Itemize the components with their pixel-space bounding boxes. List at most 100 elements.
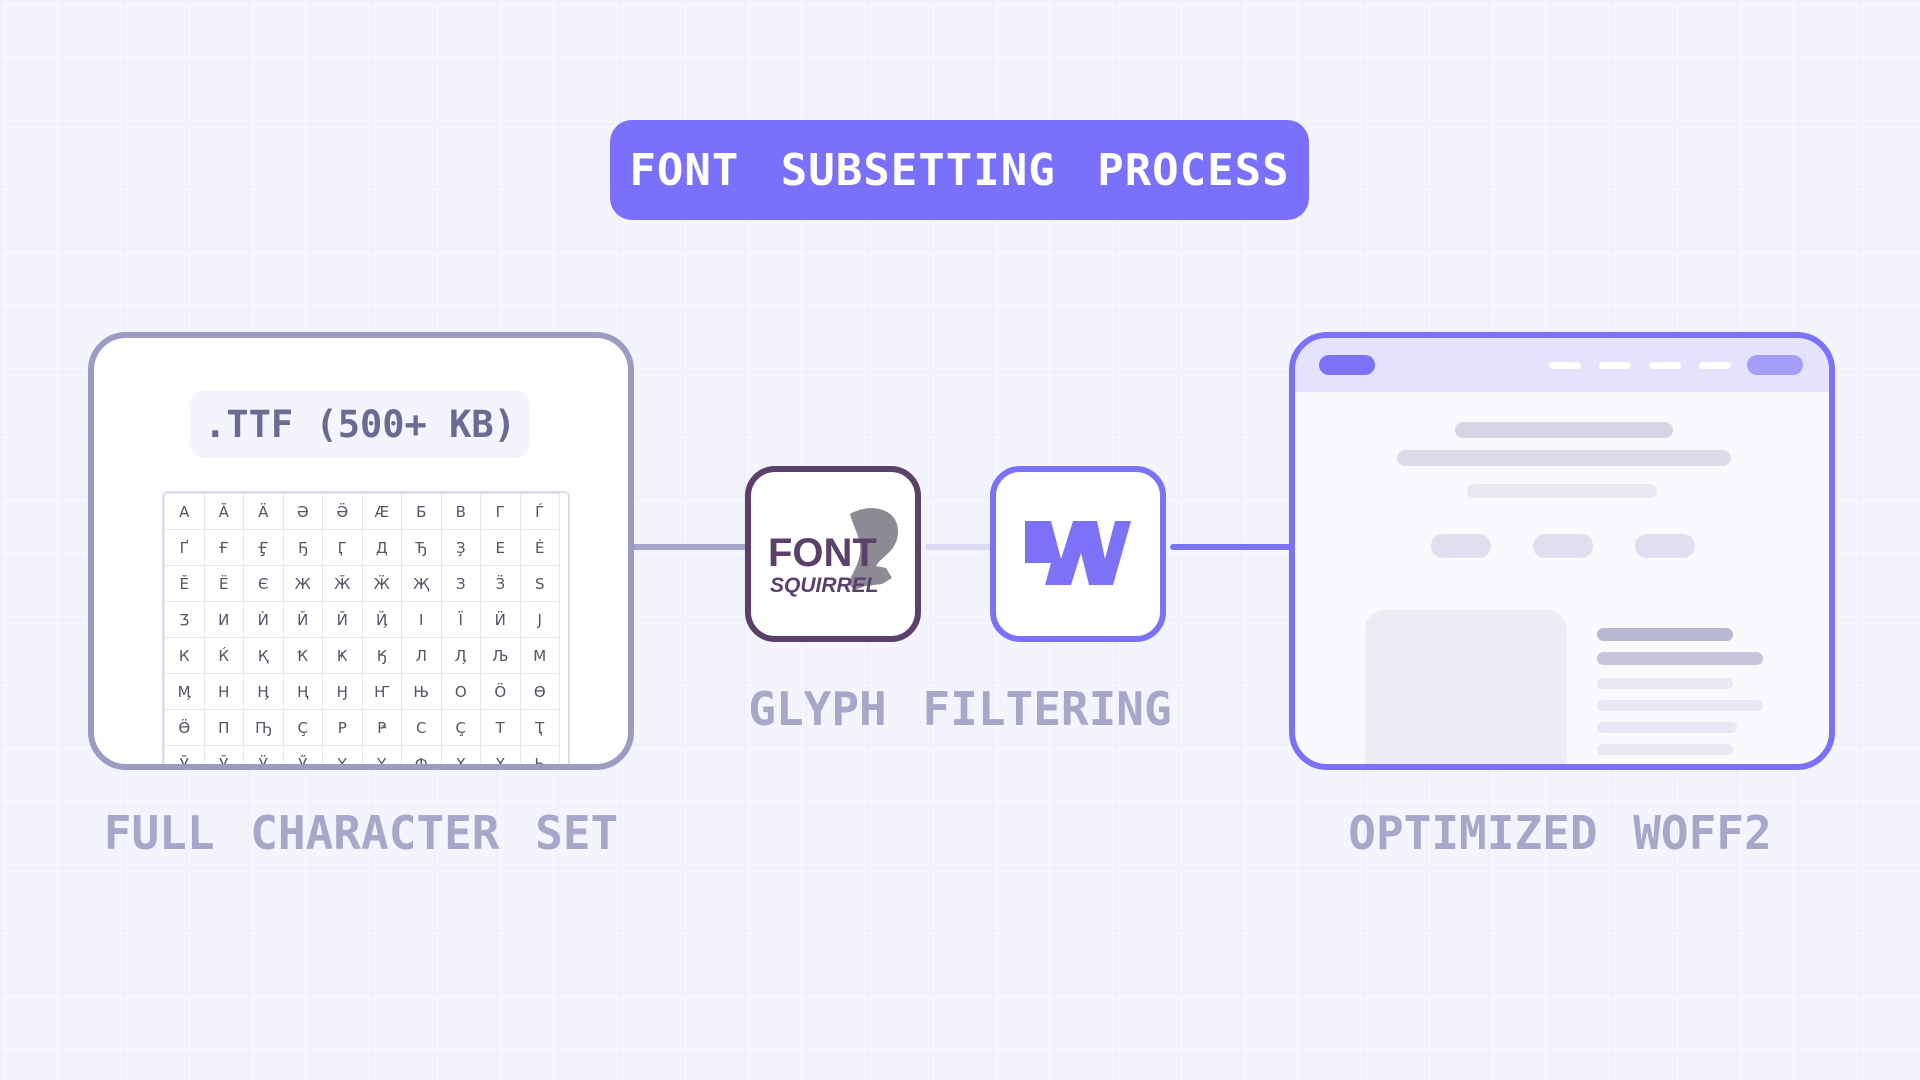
- glyph-cell: Ӫ: [164, 709, 205, 746]
- glyph-cell: Ї: [440, 601, 481, 638]
- glyph-cell: Ұ: [361, 745, 402, 764]
- tag-placeholder: [1635, 534, 1695, 558]
- glyph-cell: Ѐ: [519, 529, 560, 566]
- tag-placeholder: [1431, 534, 1491, 558]
- text-line-placeholder: [1597, 678, 1733, 689]
- glyph-cell: Ӷ: [322, 529, 363, 566]
- ttf-file-size-label: .TTF (500+ KB): [190, 390, 530, 458]
- font-squirrel-logo-top: FONT: [768, 531, 877, 575]
- heading-placeholder: [1455, 422, 1673, 438]
- text-line-placeholder: [1597, 744, 1733, 755]
- site-logo-placeholder: [1319, 355, 1375, 375]
- glyph-filtering-caption: GLYPH FILTERING: [748, 682, 1172, 736]
- squirrel-silhouette: [848, 508, 899, 590]
- glyph-cell: К: [164, 637, 205, 674]
- glyph-cell: Ҫ: [440, 709, 481, 746]
- glyph-cell: Ҙ: [440, 529, 481, 566]
- glyph-cell: Ӑ: [203, 493, 244, 530]
- nav-link-placeholder: [1649, 362, 1681, 369]
- glyph-cell: Ё: [203, 565, 244, 602]
- glyph-cell: Қ: [243, 637, 284, 674]
- glyph-cell: Ф: [401, 745, 442, 764]
- glyph-cell: Ҟ: [282, 637, 323, 674]
- glyph-cell: М: [519, 637, 560, 674]
- glyph-cell: Ҝ: [322, 637, 363, 674]
- glyph-cell: Ҋ: [361, 601, 402, 638]
- optimized-woff2-caption: OPTIMIZED WOFF2: [1348, 806, 1772, 860]
- glyph-cell: І: [401, 601, 442, 638]
- glyph-cell: Ӧ: [480, 673, 521, 710]
- glyph-cell: Ј: [519, 601, 560, 638]
- glyph-cell: Е: [480, 529, 521, 566]
- glyph-cell: Д: [361, 529, 402, 566]
- glyph-cell: Ӄ: [361, 637, 402, 674]
- glyph-cell: Ӆ: [440, 637, 481, 674]
- glyph-cell: Њ: [401, 673, 442, 710]
- nav-link-placeholder: [1699, 362, 1731, 369]
- glyph-cell: Ӝ: [361, 565, 402, 602]
- glyph-cell: Х: [440, 745, 481, 764]
- glyph-cell: Һ: [519, 745, 560, 764]
- connector-tool-to-tool: [925, 544, 995, 550]
- glyph-cell: Ӻ: [243, 529, 284, 566]
- glyph-cell: Ҭ: [519, 709, 560, 746]
- glyph-cell: Ђ: [401, 529, 442, 566]
- glyph-cell: Ӎ: [164, 673, 205, 710]
- text-line-placeholder: [1597, 700, 1763, 711]
- font-squirrel-logo: FONT SQUIRREL: [768, 508, 899, 597]
- glyph-cell: Ҕ: [282, 529, 323, 566]
- glyph-cell: О: [440, 673, 481, 710]
- glyph-cell: И: [203, 601, 244, 638]
- glyph-cell: Ӣ: [322, 601, 363, 638]
- glyph-cell: Р: [322, 709, 363, 746]
- glyph-cell: Ӕ: [361, 493, 402, 530]
- optimized-woff2-card: [1289, 332, 1835, 770]
- glyph-cell: Є: [243, 565, 284, 602]
- font-squirrel-tile: FONT SQUIRREL: [745, 466, 921, 642]
- glyph-cell: Ў: [203, 745, 244, 764]
- glyph-cell: Ҧ: [243, 709, 284, 746]
- glyph-cell: Ң: [282, 673, 323, 710]
- glyph-cell: Ґ: [164, 529, 205, 566]
- glyph-cell: С: [401, 709, 442, 746]
- nav-link-placeholder: [1599, 362, 1631, 369]
- glyph-cell: В: [440, 493, 481, 530]
- font-squirrel-logo-bottom: SQUIRREL: [770, 574, 879, 597]
- glyph-cell: Ӈ: [322, 673, 363, 710]
- glyph-cell: Г: [480, 493, 521, 530]
- glyph-cell: Б: [401, 493, 442, 530]
- glyph-cell: Ѕ: [519, 565, 560, 602]
- glyph-cell: Җ: [401, 565, 442, 602]
- glyph-cell: Ӳ: [282, 745, 323, 764]
- glyph-cell: Ӯ: [164, 745, 205, 764]
- glyph-cell: Ӥ: [480, 601, 521, 638]
- full-character-set-caption: FULL CHARACTER SET: [103, 806, 619, 860]
- page-title: FONT SUBSETTING PROCESS: [610, 120, 1309, 220]
- connector-input-to-tool: [630, 544, 750, 550]
- glyph-cell: Ӗ: [164, 565, 205, 602]
- nav-link-placeholder: [1549, 362, 1581, 369]
- glyph-cell: Ж: [282, 565, 323, 602]
- webflow-tile: [990, 466, 1166, 642]
- glyph-cell: Ӱ: [243, 745, 284, 764]
- glyph-cell: Ќ: [203, 637, 244, 674]
- glyph-cell: Н: [203, 673, 244, 710]
- glyph-cell: А: [164, 493, 205, 530]
- text-line-placeholder: [1597, 652, 1763, 665]
- text-placeholder: [1467, 484, 1657, 498]
- glyph-cell: Ѝ: [243, 601, 284, 638]
- glyph-cell: Љ: [480, 637, 521, 674]
- text-line-placeholder: [1597, 722, 1737, 733]
- glyph-cell: Ӓ: [243, 493, 284, 530]
- glyph-cell: Ҫ: [282, 709, 323, 746]
- glyph-cell: Ө: [519, 673, 560, 710]
